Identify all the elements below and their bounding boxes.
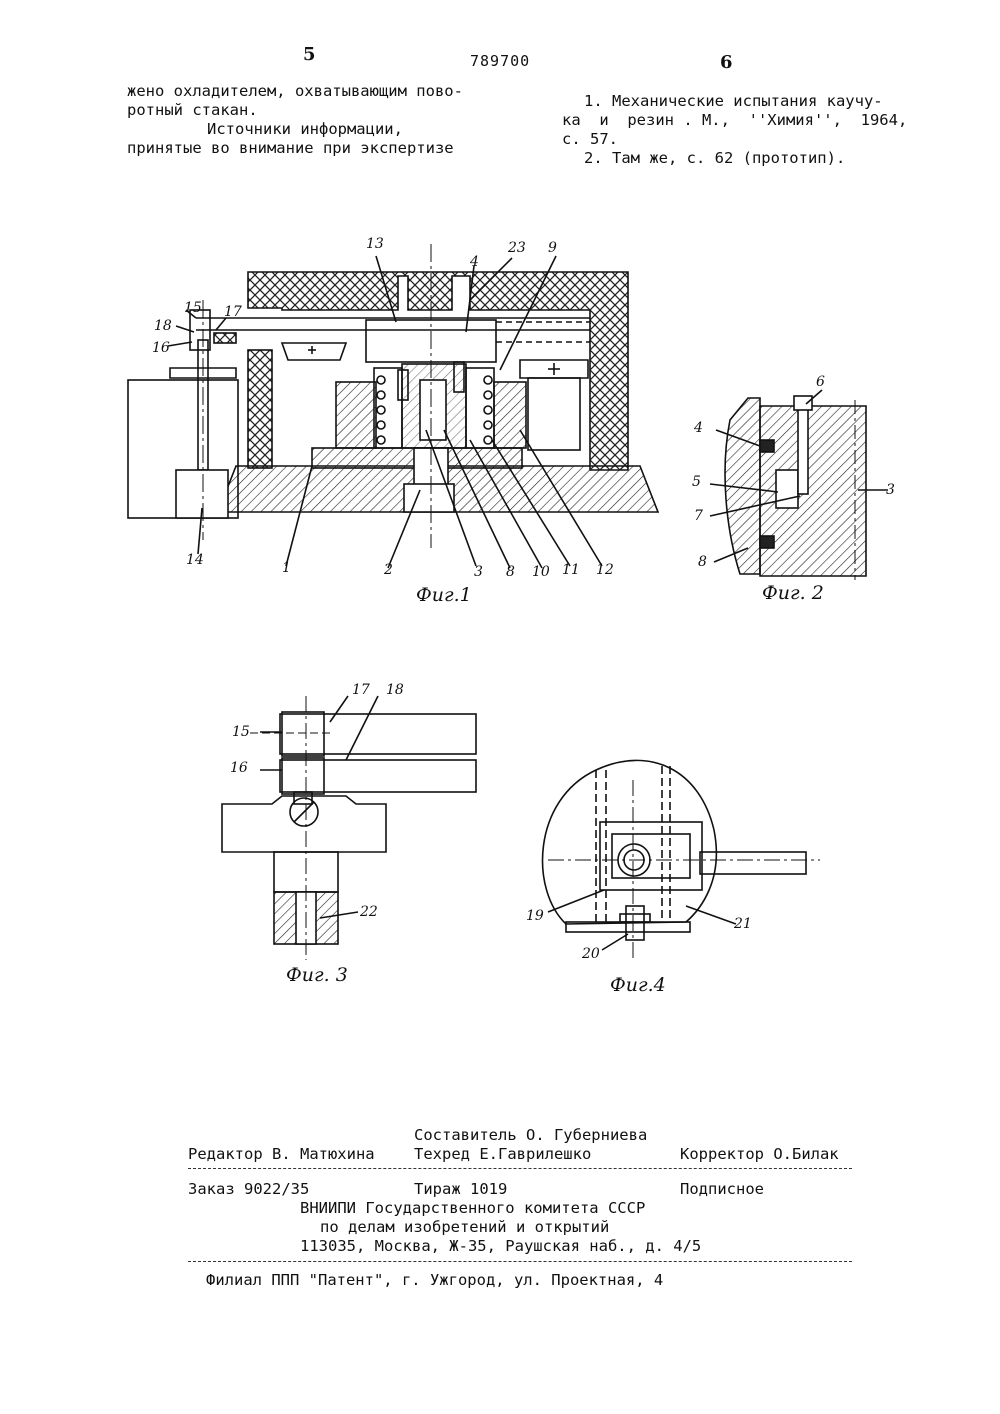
footer-divider-2 bbox=[188, 1261, 852, 1262]
footer-divider-1 bbox=[188, 1168, 852, 1169]
org-line-3: 113035, Москва, Ж-35, Раушская наб., д. … bbox=[300, 1237, 701, 1256]
figure-4-drawing bbox=[0, 0, 1000, 1000]
fig4-caption: Фиг.4 bbox=[610, 974, 666, 996]
org-line-1: ВНИИПИ Государственного комитета СССР bbox=[300, 1199, 645, 1218]
branch-line: Филиал ППП "Патент", г. Ужгород, ул. Про… bbox=[206, 1271, 663, 1290]
fig4-label-20: 20 bbox=[582, 946, 600, 962]
techred-line: Техред Е.Гаврилешко bbox=[414, 1145, 591, 1164]
compiler-line: Составитель О. Губерниева bbox=[414, 1126, 647, 1145]
fig4-label-21: 21 bbox=[734, 916, 752, 932]
order-line: Заказ 9022/35 bbox=[188, 1180, 309, 1199]
circulation-line: Тираж 1019 bbox=[414, 1180, 507, 1199]
fig4-label-19: 19 bbox=[526, 908, 544, 924]
org-line-2: по делам изобретений и открытий bbox=[320, 1218, 609, 1237]
corrector-line: Корректор О.Билак bbox=[680, 1145, 839, 1164]
editor-line: Редактор В. Матюхина bbox=[188, 1145, 375, 1164]
subscription-line: Подписное bbox=[680, 1180, 764, 1199]
